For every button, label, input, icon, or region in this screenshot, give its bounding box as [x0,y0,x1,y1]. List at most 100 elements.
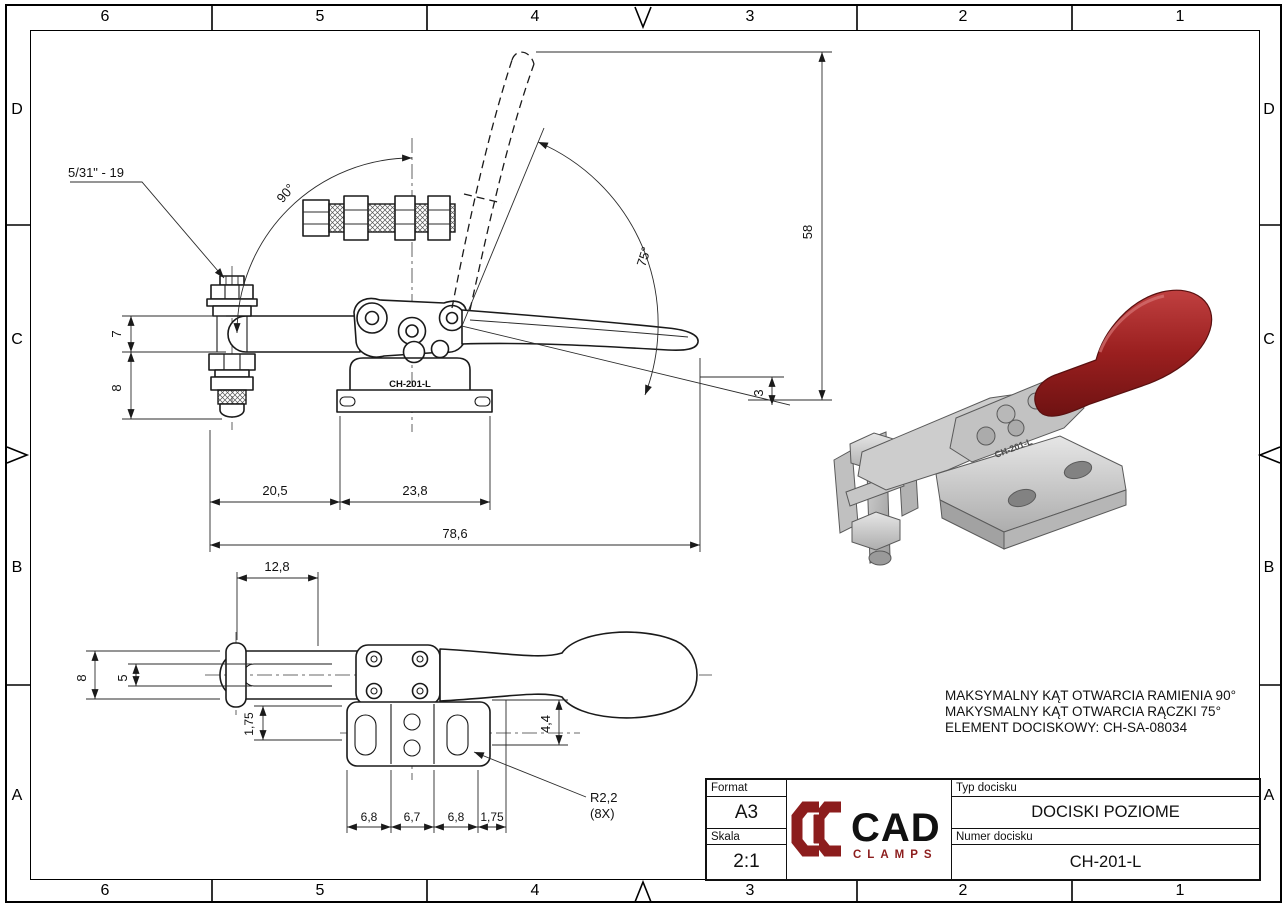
frame-outer-border [5,4,1282,903]
drawing-notes: MAKSYMALNY KĄT OTWARCIA RAMIENIA 90° MAK… [945,688,1236,736]
base-plate [336,389,493,413]
zone-label-bottom: 3 [745,882,755,899]
nut-facets [223,354,241,370]
dim-4-4: 4,4 [538,715,553,733]
dim-78-6: 78,6 [442,526,467,541]
spindle-top-view [225,642,247,708]
nut-facets [428,209,450,225]
radius-value: R2,2 [590,790,617,805]
iso-rivet [996,404,1016,424]
base-slot [474,396,491,407]
format-label: Format [707,780,786,797]
zone-label-top: 3 [745,8,755,25]
angle-90-label: 90° [273,181,297,206]
zone-label-right: C [1263,331,1275,348]
format-value: A3 [707,797,786,829]
dim-6-8a: 6,8 [361,810,378,824]
ext-line [236,572,319,646]
spindle-top-nut [210,284,254,300]
side-view: CH-201-L [68,51,832,552]
iso-rivet [976,426,996,446]
iso-base-hole [1007,488,1037,508]
scale-label: Skala [707,829,786,845]
angle-annotations: 90° 75° [233,127,791,406]
note-line: ELEMENT DOCISKOWY: CH-SA-08034 [945,720,1188,735]
title-block-info-column: Typ docisku DOCISKI POZIOME Numer docisk… [952,780,1259,879]
arc-75 [537,141,659,396]
iso-spindle-tip [868,550,892,566]
dim-1-75-left: 1,75 [242,712,256,736]
zone-label-top: 4 [530,8,540,25]
spindle-threaded-section [217,389,247,405]
zone-label-left: D [11,101,23,118]
open-hex-head [302,199,330,237]
pivot-pin-bore [364,310,380,326]
iso-handle-highlight [1098,294,1165,353]
mounting-hole [403,739,421,757]
dim-7: 7 [109,330,124,337]
handle-open-dashed [451,51,535,311]
dim-1-75b: 1,75 [480,810,504,824]
arm-open-position [302,195,456,241]
ext-line [122,315,226,420]
spindle-washer [206,298,258,307]
frame-marks [6,6,1282,903]
iso-view: CH-201-L [833,289,1213,566]
dim-23-8: 23,8 [402,483,427,498]
rivet-bore [370,655,378,663]
scale-value: 2:1 [733,851,760,872]
zone-label-top: 6 [100,8,110,25]
center-mark-left [6,446,30,464]
center-mark-right [1257,446,1281,464]
iso-handle [1034,289,1213,417]
logo-c-right [813,801,841,856]
bracket-hidden-edges [390,704,435,764]
base-plate-top [346,701,491,767]
zone-label-right: B [1263,559,1275,576]
zone-label-bottom: 6 [100,882,110,899]
clamp-arm [227,315,361,353]
link-plates-top [355,644,441,706]
rivet-bore [416,687,424,695]
iso-rivet [1007,419,1025,437]
part-marking-side: CH-201-L [389,379,431,390]
ext-line [209,358,701,552]
spindle-nut-2 [210,376,254,391]
rivet [411,682,429,700]
ext-line [86,650,252,700]
base-assembly: CH-201-L [336,357,493,413]
cc-logo-icon [789,799,841,858]
pivot-pin [402,340,426,364]
ext-line [346,700,507,833]
dim-3: 3 [751,389,766,396]
dim-6-7: 6,7 [404,810,421,824]
note-line: MAKYSMALNY KĄT OTWARCIA RĄCZKI 75° [945,704,1221,719]
leader-thread [70,181,225,279]
zone-label-right: D [1263,101,1275,118]
angle-75-label: 75° [634,245,654,268]
note-line: MAKSYMALNY KĄT OTWARCIA RAMIENIA 90° [945,688,1236,703]
mounting-hole [403,713,421,731]
iso-base-hole [1063,460,1093,480]
handle-closed [461,309,699,352]
rivet [411,650,429,668]
zone-tick [6,224,1282,686]
zone-tick [211,6,1073,30]
dim-58: 58 [800,225,815,239]
mounting-slot [354,714,377,756]
zone-label-bottom: 5 [315,882,325,899]
top-view-dimensions: 12,8 8 5 1,75 4,4 6,8 6,7 6,8 [74,559,617,833]
rivet [365,650,383,668]
pivot-linkage [353,297,468,364]
handle-outline [461,309,699,352]
open-nut [427,195,451,241]
iso-base-side [1003,489,1127,550]
zone-label-left: C [11,331,23,348]
rivet-bore [416,655,424,663]
zone-label-top: 2 [958,8,968,25]
type-label: Typ docisku [952,780,1259,797]
mounting-slot [446,714,469,756]
side-view-dimensions: 58 3 7 8 20,5 23,8 78,6 5/31" - 19 [68,51,832,552]
pivot-pin-bore [445,311,459,325]
